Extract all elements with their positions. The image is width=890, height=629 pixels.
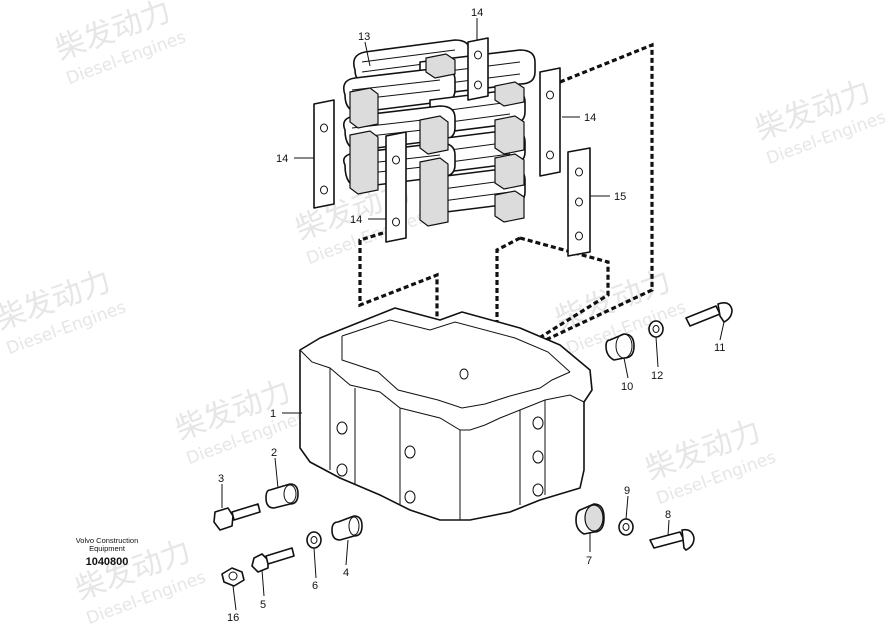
washer-9 xyxy=(618,518,634,536)
callout-14: 14 xyxy=(276,153,288,165)
callout-11: 11 xyxy=(714,342,725,354)
rubber-bushing-7 xyxy=(575,503,605,535)
nut-16 xyxy=(221,567,245,587)
drawing-caption: Volvo Construction Equipment 1040800 xyxy=(76,536,139,568)
mounting-bracket xyxy=(467,37,489,101)
callout-8: 8 xyxy=(665,509,671,521)
callout-10: 10 xyxy=(621,381,633,393)
spacer-sleeve-2 xyxy=(265,483,299,509)
bolt-8 xyxy=(649,528,695,551)
callout-5: 5 xyxy=(260,599,266,611)
mounting-bracket xyxy=(313,99,335,209)
caption-company-line2: Equipment xyxy=(89,544,126,553)
callout-9: 9 xyxy=(624,485,630,497)
callout-labels: 13 14 14 14 14 15 1 2 3 4 5 6 16 7 9 8 1… xyxy=(218,7,725,624)
callout-15: 15 xyxy=(614,191,626,203)
mounting-bracket xyxy=(385,131,407,243)
callout-14: 14 xyxy=(471,7,483,19)
cooler-housing xyxy=(299,307,593,521)
callout-3: 3 xyxy=(218,473,224,485)
callout-13: 13 xyxy=(358,31,370,43)
callout-12: 12 xyxy=(651,370,663,382)
hex-bolt-3 xyxy=(213,503,261,531)
callout-7: 7 xyxy=(586,555,592,567)
mounting-bracket xyxy=(567,147,591,257)
bolt-11 xyxy=(685,302,733,327)
stud-bolt-5 xyxy=(251,547,295,573)
spacer-sleeve-4 xyxy=(331,515,363,541)
callout-6: 6 xyxy=(312,580,318,592)
callout-2: 2 xyxy=(271,447,277,459)
washer-12 xyxy=(648,320,664,338)
callout-14: 14 xyxy=(584,112,596,124)
callout-1: 1 xyxy=(270,408,276,420)
callout-16: 16 xyxy=(227,612,239,624)
drawing-number: 1040800 xyxy=(86,556,129,568)
cooler-core xyxy=(342,39,536,227)
callout-4: 4 xyxy=(343,567,349,579)
washer-6 xyxy=(306,531,322,549)
mounting-bracket xyxy=(539,67,561,177)
caption-company: Volvo Construction xyxy=(76,536,139,545)
callout-leaders xyxy=(221,18,725,611)
callout-14: 14 xyxy=(350,214,362,226)
